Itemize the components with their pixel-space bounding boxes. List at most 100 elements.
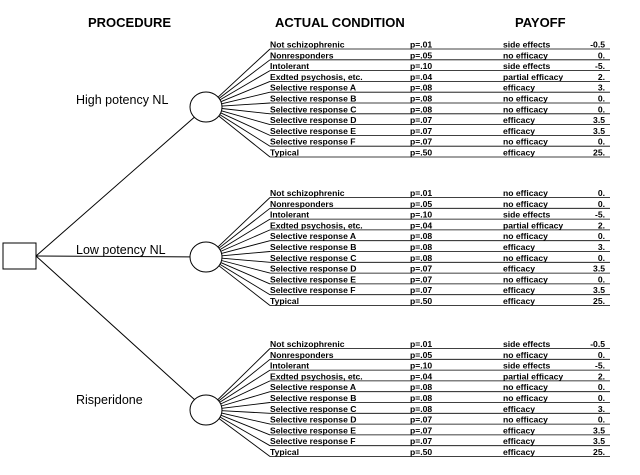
outcome-branch-line (217, 48, 271, 98)
outcome-effect: no efficacy (503, 415, 548, 425)
procedure-label: Low potency NL (76, 243, 166, 257)
outcome-probability: p=.50 (410, 148, 432, 158)
outcome-payoff: -0.5 (590, 40, 605, 50)
outcome-effect: partial efficacy (503, 72, 563, 82)
outcome-effect: efficacy (503, 425, 535, 435)
outcome-condition: Selective response E (270, 126, 356, 136)
outcome-payoff: 0. (598, 94, 605, 104)
outcome-effect: no efficacy (503, 94, 548, 104)
branch-line-low-potency (35, 255, 207, 258)
outcome-payoff: 2. (598, 72, 605, 82)
outcome-payoff: 2. (598, 371, 605, 381)
payoff-header: PAYOFF (515, 15, 566, 30)
outcome-probability: p=.04 (410, 72, 432, 82)
outcome-probability: p=.08 (410, 404, 432, 414)
outcome-payoff: 0. (598, 253, 605, 263)
outcome-probability: p=.07 (410, 274, 432, 284)
outcome-probability: p=.07 (410, 115, 432, 125)
outcome-payoff: 3. (598, 83, 605, 93)
outcome-condition: Typical (270, 296, 299, 306)
outcome-effect: efficacy (503, 148, 535, 158)
outcome-branch-line (219, 369, 271, 403)
chance-node (189, 241, 223, 273)
outcome-branch-line (220, 80, 271, 103)
outcome-branch-line (220, 229, 271, 252)
outcome-payoff: 0. (598, 393, 605, 403)
outcome-branch-line (221, 240, 271, 254)
outcome-payoff: 2. (598, 220, 605, 230)
outcome-branch-line (221, 402, 271, 409)
outcome-payoff: 0. (598, 382, 605, 392)
outcome-effect: side effects (503, 40, 551, 50)
outcome-branch-line (219, 263, 271, 296)
outcome-probability: p=.10 (410, 210, 432, 220)
outcome-probability: p=.07 (410, 137, 432, 147)
outcome-effect: efficacy (503, 126, 535, 136)
outcome-payoff: 0. (598, 350, 605, 360)
outcome-condition: Intolerant (270, 61, 309, 71)
outcome-condition: Selective response A (270, 382, 356, 392)
outcome-effect: no efficacy (503, 199, 548, 209)
outcome-effect: efficacy (503, 447, 535, 457)
outcome-effect: partial efficacy (503, 371, 563, 381)
outcome-branch-line (220, 112, 271, 136)
outcome-branch-line (217, 348, 271, 401)
outcome-payoff: 25. (593, 148, 605, 158)
outcome-effect: partial efficacy (503, 220, 563, 230)
outcome-payoff: 3.5 (593, 285, 605, 295)
outcome-effect: efficacy (503, 83, 535, 93)
outcome-branch-line (221, 110, 271, 126)
outcome-branch-line (219, 114, 271, 147)
outcome-condition: Selective response A (270, 83, 356, 93)
outcome-branch-line (221, 410, 271, 414)
outcome-probability: p=.07 (410, 436, 432, 446)
outcome-condition: Selective response D (270, 115, 356, 125)
outcome-branch-line (221, 260, 271, 274)
outcome-effect: no efficacy (503, 50, 548, 60)
outcome-payoff: 25. (593, 447, 605, 457)
outcome-probability: p=.10 (410, 361, 432, 371)
outcome-payoff: -5. (595, 61, 605, 71)
branch-line-risperidone (35, 255, 207, 411)
outcome-probability: p=.04 (410, 371, 432, 381)
outcome-probability: p=.01 (410, 339, 432, 349)
outcome-condition: Not schizophrenic (270, 188, 345, 198)
outcome-payoff: 3.5 (593, 425, 605, 435)
outcome-payoff: 0. (598, 231, 605, 241)
decision-node (2, 242, 37, 270)
outcome-effect: side effects (503, 61, 551, 71)
outcome-condition: Selective response C (270, 404, 356, 414)
outcome-effect: no efficacy (503, 104, 548, 114)
outcome-payoff: -5. (595, 361, 605, 371)
outcome-effect: efficacy (503, 296, 535, 306)
outcome-payoff: 3.5 (593, 115, 605, 125)
outcome-payoff: 3.5 (593, 126, 605, 136)
outcome-probability: p=.07 (410, 264, 432, 274)
outcome-branch-line (220, 262, 271, 285)
outcome-condition: Nonresponders (270, 50, 334, 60)
procedure-header: PROCEDURE (88, 15, 171, 30)
outcome-condition: Selective response F (270, 285, 356, 295)
outcome-payoff: -5. (595, 210, 605, 220)
outcome-probability: p=.08 (410, 253, 432, 263)
chance-node (189, 91, 223, 123)
outcome-branch-line (221, 257, 271, 263)
outcome-effect: no efficacy (503, 274, 548, 284)
outcome-payoff: 0. (598, 188, 605, 198)
outcome-branch-line (219, 218, 271, 251)
outcome-probability: p=.04 (410, 220, 432, 230)
outcome-branch-line (217, 197, 271, 248)
chance-node (189, 394, 223, 426)
outcome-effect: efficacy (503, 264, 535, 274)
outcome-effect: side effects (503, 339, 551, 349)
outcome-probability: p=.10 (410, 61, 432, 71)
outcome-condition: Intolerant (270, 361, 309, 371)
outcome-branch-line (219, 416, 271, 447)
outcome-effect: efficacy (503, 404, 535, 414)
outcome-probability: p=.05 (410, 50, 432, 60)
outcome-payoff: 0. (598, 104, 605, 114)
